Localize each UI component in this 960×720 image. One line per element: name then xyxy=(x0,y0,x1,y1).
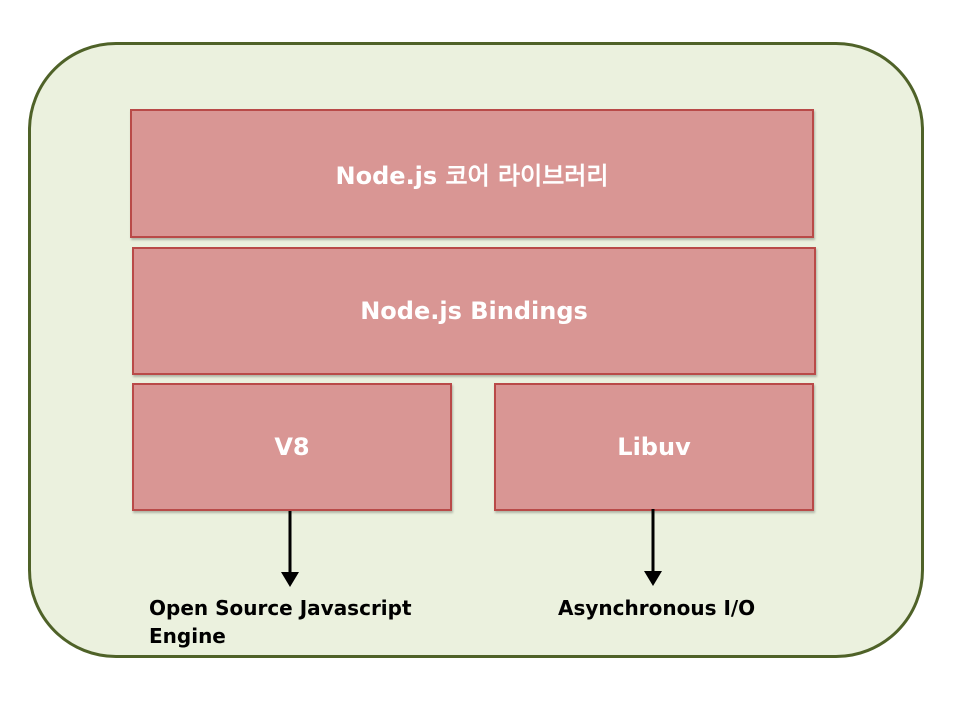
v8-description: Open Source Javascript Engine xyxy=(149,596,412,648)
core-library-label: Node.js 코어 라이브러리 xyxy=(335,162,609,190)
bindings-label: Node.js Bindings xyxy=(360,297,588,325)
core-library-box: Node.js 코어 라이브러리 xyxy=(130,109,814,238)
libuv-description: Asynchronous I/O xyxy=(558,596,756,620)
v8-box: V8 xyxy=(132,383,452,511)
libuv-label: Libuv xyxy=(617,433,691,461)
v8-label: V8 xyxy=(274,433,310,461)
libuv-box: Libuv xyxy=(494,383,814,511)
bindings-box: Node.js Bindings xyxy=(132,247,816,375)
